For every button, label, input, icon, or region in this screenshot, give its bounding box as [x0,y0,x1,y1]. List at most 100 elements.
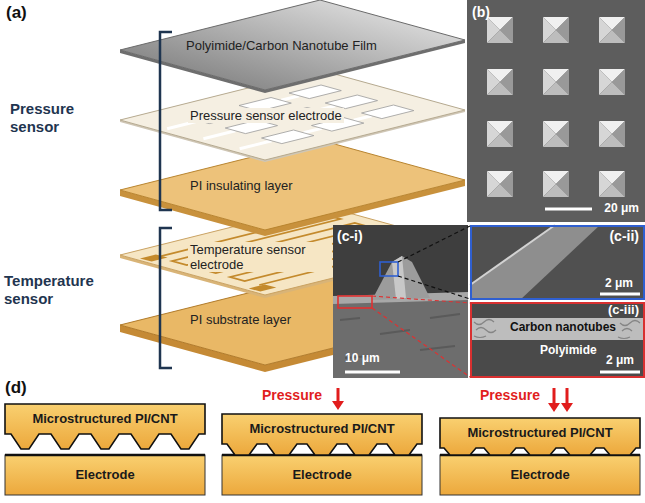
material-label: Carbon nanotubes [510,321,616,335]
sem-image [470,225,645,300]
sem-image [470,302,645,378]
temperature-electrode-layer [249,284,277,291]
sem-image [543,171,569,197]
sem-panel: (c-ii) 2 μm [470,225,645,300]
pressure-arrow [561,403,573,412]
pi-cnt-film-layer [120,0,465,90]
sem-image [487,69,513,95]
sem-image [471,303,644,377]
zoom-guide [372,226,470,377]
pressure-electrode-layer [289,85,341,99]
layer-label: PI substrate layer [188,312,293,327]
sem-image [487,171,513,197]
sem-image [467,0,645,222]
film-band: Microstructured PI/CNT [440,418,640,448]
layer-label: Pressure sensor electrode [188,108,344,123]
group-label: Pressure sensor [10,100,110,136]
sem-image [600,293,640,296]
sem-image [543,69,569,95]
pi-cnt-film-layer [120,0,465,90]
sem-image [600,371,640,374]
sem-image [372,256,430,300]
contact-schematic [5,455,205,495]
band-label: Electrode [292,468,351,483]
pressure-arrow [566,388,569,404]
panel-letter: (a) [6,3,27,23]
band-label: Electrode [510,468,569,483]
zoom-guide [372,296,470,303]
sem-image [470,302,645,378]
pressure-arrow [548,403,560,412]
group-bracket [160,32,172,368]
group-bracket [160,228,172,368]
contact-schematic [222,414,422,455]
sem-image [333,225,468,378]
material-label: Polyimide [540,344,597,358]
panel-letter: (c-i) [337,228,363,244]
temperature-electrode-layer [140,254,168,261]
band-label: Microstructured PI/CNT [32,412,177,427]
sem-image [599,69,625,95]
electrode-band: Electrode [222,455,422,495]
panel-letter: (b) [472,4,490,20]
band-label: Microstructured PI/CNT [249,422,394,437]
sem-image [333,225,468,378]
film-band: Microstructured PI/CNT [222,414,422,444]
force-label: Pressure [262,387,322,403]
contact-schematic [440,418,640,455]
pressure-arrow [332,388,573,412]
sem-image [545,208,592,211]
band-label: Electrode [75,468,134,483]
sem-image [333,296,468,378]
sem-image [543,17,569,43]
contact-schematic [5,404,640,495]
sem-image [474,320,640,339]
band-label: Microstructured PI/CNT [467,426,612,441]
contact-schematic [440,455,640,495]
sem-panel: (b)20 μm [467,0,645,222]
film-band: Microstructured PI/CNT [5,404,205,434]
pressure-electrode-layer [362,105,414,119]
sem-image [470,225,600,300]
pi-cnt-film-layer [120,0,465,93]
sem-image [345,371,400,374]
pressure-arrow [553,388,556,404]
sem-image [467,0,645,222]
scale-label: 2 μm [605,277,633,291]
pressure-arrow [332,401,344,410]
panel-letter: (c-ii) [609,228,639,244]
pressure-electrode-layer [262,130,314,144]
layer-label: PI insulating layer [188,178,295,193]
sem-image [599,17,625,43]
sem-image [599,121,625,147]
force-label: Pressure [480,387,540,403]
panel-letter: (d) [5,378,27,398]
electrode-band: Electrode [5,455,205,495]
contact-schematic [5,404,205,449]
sem-image [338,296,372,308]
sem-image [599,171,625,197]
sem-image [487,121,513,147]
sem-panel: (c-iii) Carbon nanotubesPolyimide 2 μm [470,302,645,378]
sem-image [487,17,513,43]
layer-label: Polyimide/Carbon Nanotube Film [184,38,379,53]
contact-schematic [5,454,205,457]
layer-label: Temperature sensor electrode [188,242,332,272]
zoom-guide [398,226,470,262]
zoom-guide [372,308,470,377]
pressure-arrow [337,388,340,402]
group-bracket [160,32,172,210]
panel-letter: (c-iii) [608,303,639,318]
scale-label: 2 μm [606,354,634,368]
sem-panel: (c-i) 10 μm [333,225,468,378]
contact-schematic [222,455,422,495]
sem-image [543,121,569,147]
scale-label: 10 μm [345,352,380,366]
pressure-electrode-layer [325,95,377,109]
electrode-band: Electrode [440,455,640,495]
sem-image [470,225,555,285]
sem-image [471,318,644,340]
sem-image [470,225,645,300]
zoom-guide [398,276,470,299]
